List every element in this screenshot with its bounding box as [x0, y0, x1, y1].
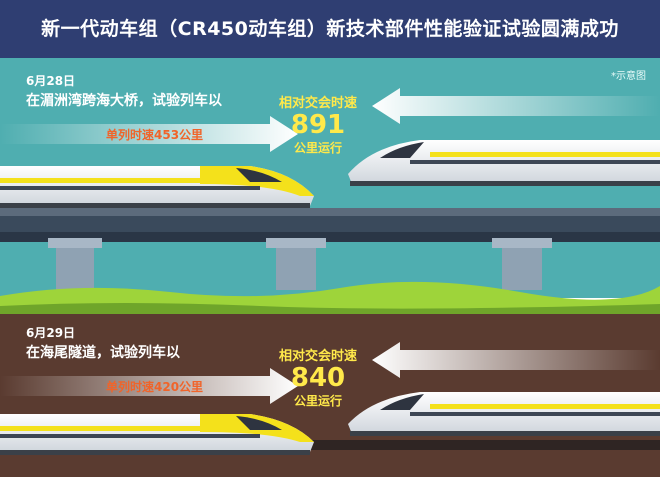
- train-window-band: [410, 412, 660, 416]
- grass-edge: [0, 303, 660, 314]
- bridge-deck: [0, 216, 660, 232]
- train-stripe: [430, 404, 660, 409]
- single-speed-label: 单列时速420公里: [106, 380, 204, 394]
- relative-speed-label: 相对交会时速: [278, 96, 357, 111]
- single-speed-label: 单列时速453公里: [106, 128, 204, 142]
- train-rightbound: [0, 414, 314, 455]
- train-skirt: [350, 181, 660, 186]
- train-stripe: [0, 426, 230, 431]
- bridge-pier: [276, 248, 316, 290]
- relative-speed-block: 相对交会时速 891 公里运行: [273, 92, 363, 156]
- train-stripe: [0, 178, 230, 183]
- relative-speed-value: 840: [290, 363, 346, 393]
- schematic-note: *示意图: [611, 71, 646, 82]
- scene-date: 6月28日: [26, 74, 76, 88]
- scene-location: 在湄洲湾跨海大桥，试验列车以: [26, 93, 222, 109]
- relative-speed-value: 891: [290, 110, 346, 140]
- left-arrow: [372, 88, 660, 124]
- pier-cap: [492, 238, 552, 248]
- bridge-pier: [502, 248, 542, 290]
- train-windshield: [236, 416, 282, 430]
- scene-date: 6月29日: [26, 326, 76, 340]
- train-rightbound: [0, 166, 314, 208]
- relative-speed-unit: 公里运行: [293, 141, 342, 155]
- tunnel-track: [0, 440, 660, 450]
- scene-location: 在海尾隧道，试验列车以: [26, 345, 180, 361]
- bridge: [0, 208, 660, 290]
- track-bed: [0, 208, 660, 216]
- bridge-pier: [56, 248, 94, 290]
- relative-speed-unit: 公里运行: [293, 394, 342, 408]
- train-window-band: [0, 186, 260, 190]
- relative-speed-block: 相对交会时速 840 公里运行: [273, 345, 363, 409]
- train-window-band: [410, 160, 660, 164]
- right-arrow: [0, 368, 298, 404]
- train-windshield: [236, 168, 282, 182]
- train-window-band: [0, 434, 260, 438]
- bridge-beam: [0, 232, 660, 242]
- train-skirt: [0, 450, 310, 455]
- relative-speed-label: 相对交会时速: [278, 349, 357, 364]
- train-windshield: [380, 394, 424, 410]
- pier-cap: [48, 238, 102, 248]
- train-skirt: [0, 203, 310, 208]
- train-stripe: [430, 152, 660, 157]
- page-title: 新一代动车组（CR450动车组）新技术部件性能验证试验圆满成功: [41, 18, 619, 40]
- train-leftbound: [348, 392, 660, 436]
- train-windshield: [380, 142, 424, 158]
- header-bar: 新一代动车组（CR450动车组）新技术部件性能验证试验圆满成功: [0, 0, 660, 58]
- left-arrow: [372, 342, 660, 378]
- train-leftbound: [348, 140, 660, 186]
- train-skirt: [350, 431, 660, 436]
- pier-cap: [266, 238, 326, 248]
- right-arrow: [0, 116, 298, 152]
